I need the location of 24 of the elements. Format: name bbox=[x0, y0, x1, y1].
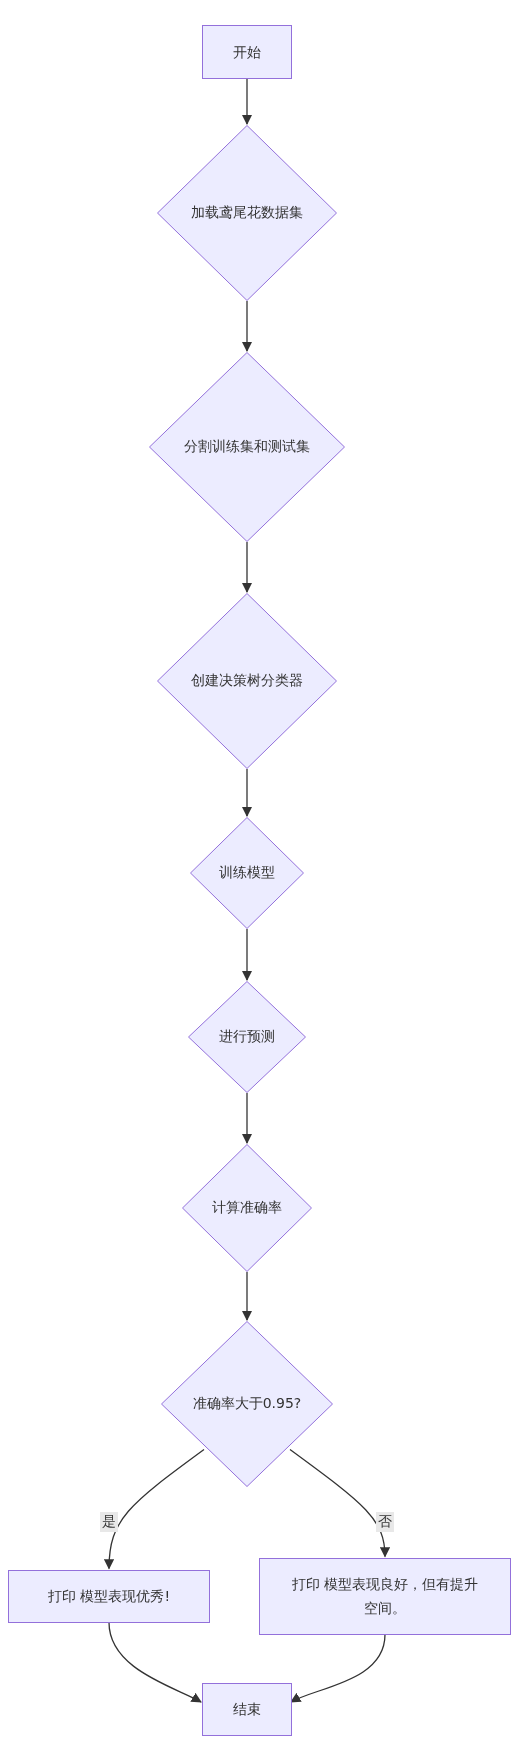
process-box: 结束 bbox=[202, 1682, 292, 1736]
arrow bbox=[290, 1633, 386, 1703]
arrow bbox=[241, 300, 253, 353]
decision-diamond: 加载鸢尾花数据集 bbox=[157, 125, 337, 301]
decision-diamond: 进行预测 bbox=[188, 981, 306, 1093]
process-box: 开始 bbox=[202, 25, 292, 79]
process-box: 打印 模型表现良好，但有提升空间。 bbox=[259, 1557, 511, 1635]
decision-diamond: 创建决策树分类器 bbox=[157, 593, 337, 769]
arrow bbox=[241, 768, 253, 818]
arrow bbox=[289, 1448, 390, 1558]
arrow bbox=[241, 1092, 253, 1145]
process-box: 打印 模型表现优秀! bbox=[8, 1569, 210, 1623]
decision-diamond: 准确率大于0.95? bbox=[161, 1321, 333, 1487]
arrow bbox=[241, 78, 253, 126]
arrow bbox=[241, 1271, 253, 1322]
edge-label: 否 bbox=[376, 1512, 394, 1532]
edge-label: 是 bbox=[100, 1512, 118, 1532]
decision-diamond: 训练模型 bbox=[190, 817, 304, 929]
decision-diamond: 计算准确率 bbox=[182, 1144, 312, 1272]
decision-diamond: 分割训练集和测试集 bbox=[149, 352, 345, 542]
arrow bbox=[241, 541, 253, 594]
arrow bbox=[108, 1621, 202, 1703]
arrow bbox=[104, 1448, 205, 1570]
arrow bbox=[241, 928, 253, 982]
